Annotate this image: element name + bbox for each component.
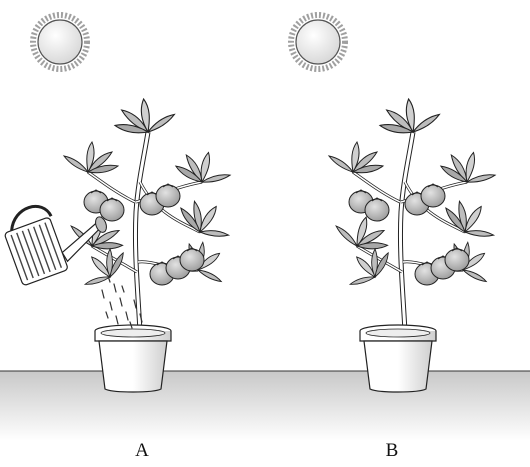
tomato-plant-a (64, 99, 238, 332)
flower-pot-b (360, 325, 436, 392)
ground (0, 371, 530, 441)
tomato-plant-b (329, 99, 503, 332)
label-b: B (372, 440, 412, 462)
flower-pot-a (95, 325, 171, 392)
sun-icon-a (33, 15, 87, 69)
label-a: A (122, 440, 162, 462)
sun-icon-b (291, 15, 345, 69)
